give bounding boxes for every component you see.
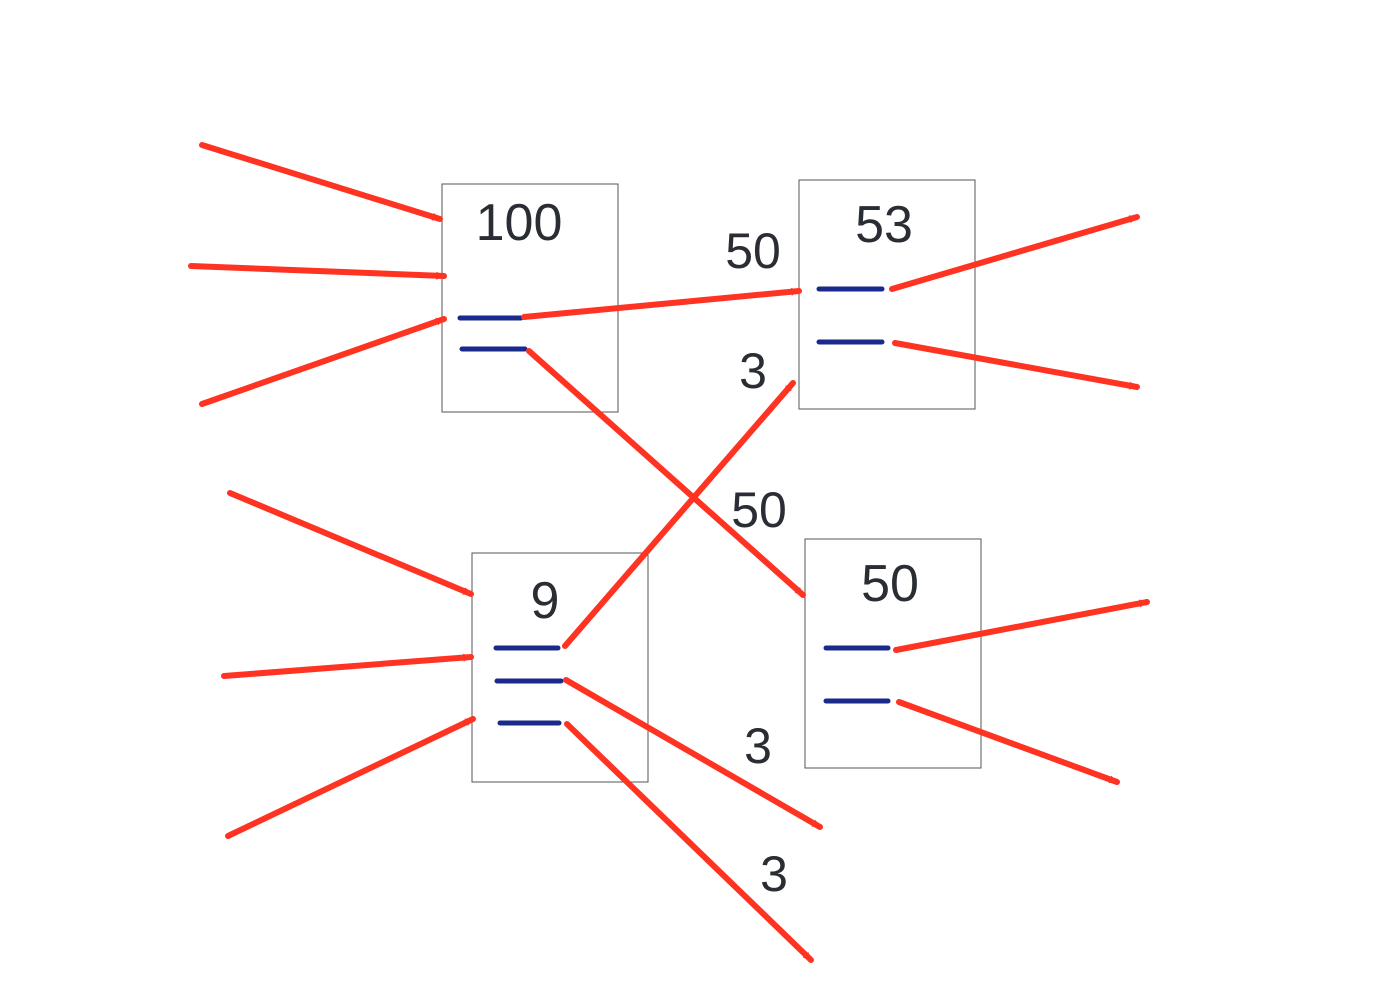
outgoing-arrow-d-2: [896, 699, 1120, 785]
edge-label-a-to-b: 50: [725, 223, 781, 279]
node-b-value: 53: [855, 196, 913, 254]
edge-label-c-out-2: 3: [760, 846, 788, 902]
outgoing-arrow-b-2: [892, 340, 1140, 390]
edge-label-c-to-b: 3: [739, 343, 767, 399]
edge-a-to-d: [526, 348, 806, 598]
node-b: 53: [798, 179, 976, 410]
edge-label-c-out-1: 3: [744, 718, 772, 774]
edge-label-a-to-d: 50: [731, 482, 787, 538]
node-d-value: 50: [861, 555, 919, 613]
incoming-arrow-c-2: [221, 653, 474, 679]
edge-c-out-2: [564, 721, 814, 963]
node-b-box: [798, 179, 976, 410]
outgoing-arrow-d-1: [893, 599, 1150, 653]
incoming-arrow-a-1: [199, 142, 443, 222]
node-c: 9: [471, 552, 649, 783]
node-a: 100: [441, 183, 619, 413]
node-c-value: 9: [531, 572, 560, 630]
outgoing-arrow-b-1: [889, 214, 1140, 292]
edge-c-to-b: [562, 380, 796, 649]
incoming-arrow-a-3: [199, 316, 447, 407]
node-a-value: 100: [476, 194, 563, 252]
node-d-box: [804, 538, 982, 769]
edge-a-to-b: [521, 287, 802, 320]
incoming-arrow-a-2: [188, 263, 447, 280]
node-a-box: [441, 183, 619, 413]
incoming-arrow-c-1: [227, 490, 474, 597]
node-d: 50: [804, 538, 982, 769]
node-c-box: [471, 552, 649, 783]
incoming-arrow-c-3: [225, 716, 476, 839]
edge-c-out-1: [563, 677, 823, 830]
